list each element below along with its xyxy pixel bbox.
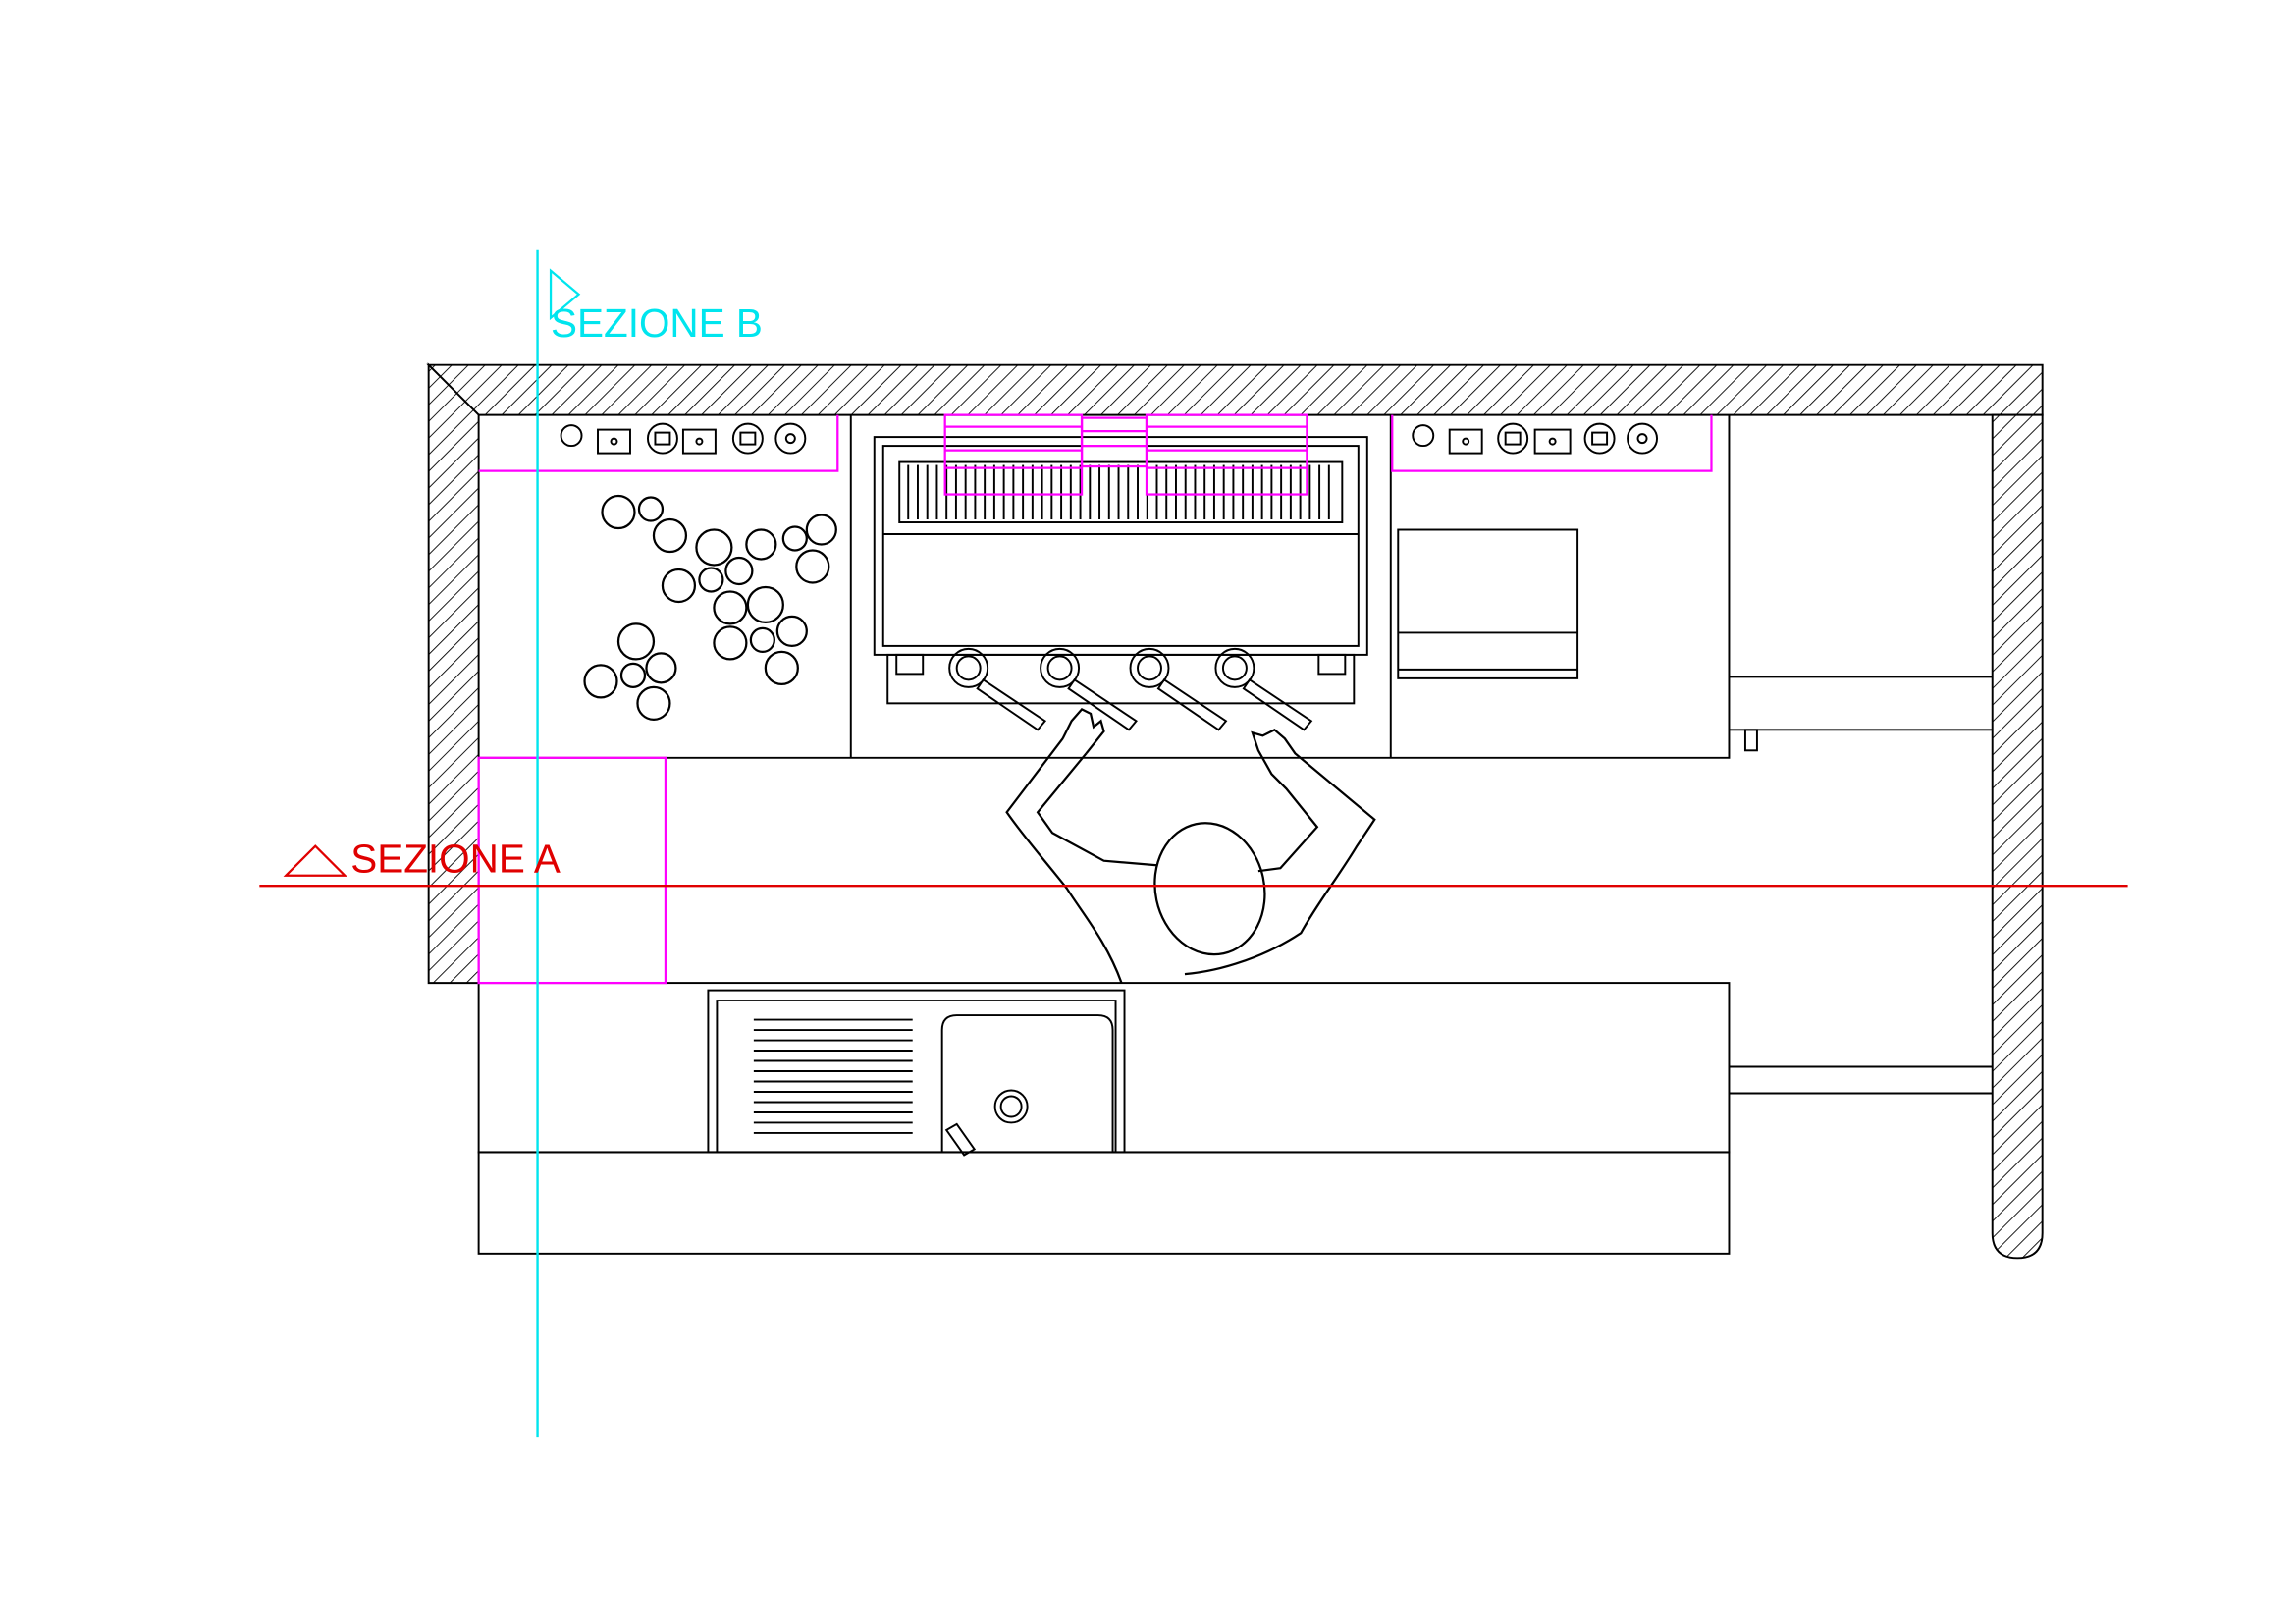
walls xyxy=(426,362,2044,1260)
wall-top xyxy=(426,363,2044,416)
cup-icon xyxy=(698,567,724,593)
wall-right xyxy=(1991,413,2044,1260)
triangle-right-icon xyxy=(549,268,581,321)
portafilter-handle xyxy=(1242,678,1313,731)
group-head-icon xyxy=(1214,647,1255,688)
group-head-icon xyxy=(948,647,989,688)
cup-icon xyxy=(781,525,808,552)
cup-icon xyxy=(745,528,777,561)
cup-icon xyxy=(616,622,656,661)
section-b-label: SEZIONE B xyxy=(551,300,763,346)
cup-icon xyxy=(713,590,748,625)
cabinet-right-box xyxy=(1397,528,1579,679)
group-head-inner xyxy=(1221,655,1248,681)
triangle-up-icon xyxy=(283,844,347,877)
cup-icon xyxy=(795,549,830,584)
cup-icon xyxy=(775,615,808,648)
cup-icon xyxy=(764,650,799,685)
shelf-right xyxy=(1729,676,1993,1095)
cup-icon xyxy=(652,517,688,554)
cup-icon xyxy=(645,652,677,684)
control-panel-right xyxy=(1412,422,1659,455)
portafilter-handle xyxy=(1156,678,1228,731)
back-counter xyxy=(478,414,1731,759)
group-head-icon xyxy=(1129,647,1170,688)
group-head-inner xyxy=(1137,655,1162,681)
cup-icon xyxy=(637,496,665,522)
cups-cluster xyxy=(583,494,837,721)
cup-icon xyxy=(619,662,647,688)
section-b: SEZIONE B xyxy=(536,249,763,1438)
cup-icon xyxy=(695,528,733,567)
highlight-areas xyxy=(477,413,1713,985)
portafilter-handle xyxy=(976,678,1047,731)
section-a-label: SEZIONE A xyxy=(350,837,561,882)
cup-icon xyxy=(601,494,636,530)
cup-icon xyxy=(713,625,748,661)
cup-icon xyxy=(805,514,837,546)
cup-icon xyxy=(583,664,618,699)
portafilter-handle xyxy=(1067,678,1138,731)
group-head-inner xyxy=(955,655,982,681)
cup-icon xyxy=(661,568,697,604)
espresso-machine-icon xyxy=(873,436,1368,731)
cup-icon xyxy=(749,626,775,654)
bar-counter xyxy=(477,1151,1731,1255)
cup-icon xyxy=(724,556,754,586)
person-top-view-icon xyxy=(1005,707,1376,984)
wall-left xyxy=(427,362,480,985)
cup-icon xyxy=(636,685,671,721)
sink-icon xyxy=(707,989,1126,1157)
cup-icon xyxy=(746,585,784,624)
group-head-icon xyxy=(1040,647,1081,688)
section-a: SEZIONE A xyxy=(259,837,2128,888)
control-panel-left xyxy=(560,422,807,455)
group-head-inner xyxy=(1046,655,1073,681)
front-counter xyxy=(477,982,1731,1154)
